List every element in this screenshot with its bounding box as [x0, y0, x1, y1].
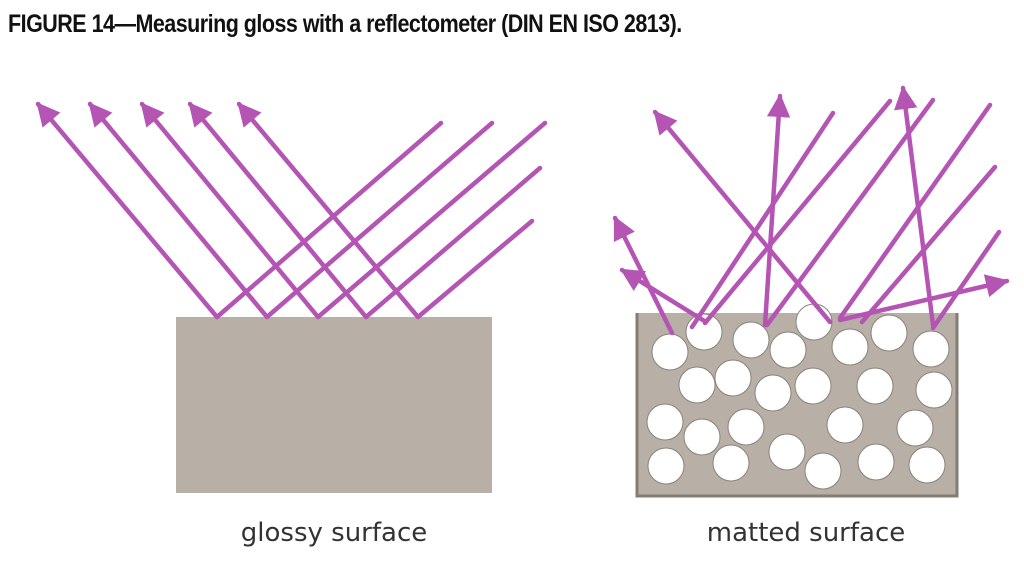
particle: [871, 315, 907, 351]
glossy-surface-panel: [38, 104, 545, 493]
particle: [648, 448, 684, 484]
particle: [728, 409, 764, 445]
incident-ray: [692, 113, 833, 327]
particle: [652, 334, 688, 370]
particle: [795, 368, 831, 404]
glossy-surface-block: [176, 317, 492, 493]
incident-ray: [366, 168, 540, 317]
particle: [909, 447, 945, 483]
matted-surface-panel: [615, 88, 1007, 496]
particle: [769, 434, 805, 470]
particle: [684, 419, 720, 455]
scattered-ray-arrow: [655, 112, 830, 322]
glossy-incident-rays: [217, 123, 545, 317]
particle: [770, 332, 806, 368]
matted-surface-caption: matted surface: [707, 518, 906, 548]
particle: [913, 331, 949, 367]
reflected-ray-arrow: [142, 104, 318, 317]
reflected-ray-arrow: [38, 104, 217, 317]
particle: [858, 444, 894, 480]
particle: [755, 375, 791, 411]
particle: [805, 453, 841, 489]
particle: [715, 360, 751, 396]
particle: [857, 368, 893, 404]
particle: [832, 329, 868, 365]
particle: [733, 322, 769, 358]
incident-ray: [267, 123, 492, 317]
particle: [647, 404, 683, 440]
glossy-reflected-rays: [38, 104, 418, 317]
incident-ray: [933, 232, 999, 328]
matted-scattered-rays: [615, 88, 1007, 333]
particle: [796, 304, 832, 340]
particle: [713, 445, 749, 481]
incident-ray: [217, 123, 441, 317]
particle: [916, 372, 952, 408]
glossy-surface-caption: glossy surface: [241, 518, 427, 548]
particle: [897, 410, 933, 446]
particle: [827, 407, 863, 443]
incident-ray: [418, 221, 532, 317]
particle: [679, 367, 715, 403]
incident-ray: [318, 123, 545, 317]
reflected-ray-arrow: [90, 104, 267, 317]
